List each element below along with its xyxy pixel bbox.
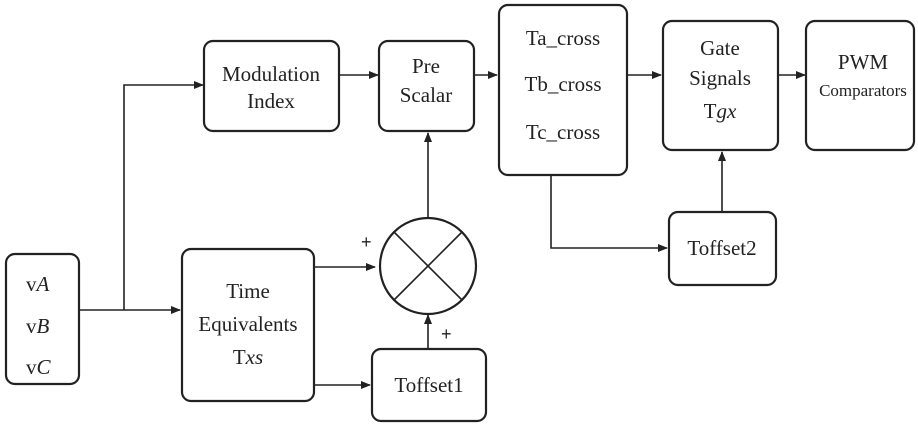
pre-scalar-line1: Pre <box>412 54 440 78</box>
input-phase-c: vC <box>26 355 52 379</box>
time-equivalents-line3: Txs <box>233 345 263 369</box>
modulation-index-block: Modulation Index <box>202 39 341 133</box>
gate-signals-line1: Gate <box>700 36 740 60</box>
pre-scalar-line2: Scalar <box>400 83 452 107</box>
input-phase-b: vB <box>26 314 50 338</box>
connections <box>79 71 806 389</box>
time-equivalents-block: Time Equivalents Txs <box>180 247 316 403</box>
modulation-index-line1: Modulation <box>222 62 320 86</box>
toffset2-block: Toffset2 <box>667 210 778 287</box>
pwm-comparators-block: PWM Comparators <box>804 19 916 152</box>
cross-times-block: Ta_cross Tb_cross Tc_cross <box>497 3 629 177</box>
gate-signals-line3: Tgx <box>704 99 737 123</box>
summer-plus-bottom: + <box>441 324 452 344</box>
toffset2-label: Toffset2 <box>687 236 756 260</box>
pwm-line1: PWM <box>838 50 889 74</box>
input-phase-a: vA <box>26 272 50 296</box>
summing-junction: + + <box>361 216 478 344</box>
pre-scalar-block: Pre Scalar <box>377 39 476 133</box>
summer-plus-top: + <box>361 232 372 252</box>
modulation-index-line2: Index <box>247 89 295 113</box>
tc-cross-label: Tc_cross <box>526 120 600 144</box>
gate-signals-block: Gate Signals Tgx <box>661 19 780 152</box>
wire-inputs-to-modulation-index <box>123 81 204 310</box>
ta-cross-label: Ta_cross <box>526 26 600 50</box>
wire-cross-to-toffset2 <box>550 175 668 252</box>
toffset1-block: Toffset1 <box>370 347 488 423</box>
pwm-line2: Comparators <box>819 81 907 100</box>
input-voltages-block: vA vB vC <box>4 252 81 386</box>
gate-signals-line2: Signals <box>689 66 751 90</box>
toffset1-label: Toffset1 <box>394 373 463 397</box>
time-equivalents-line1: Time <box>226 279 270 303</box>
time-equivalents-line2: Equivalents <box>198 312 297 336</box>
tb-cross-label: Tb_cross <box>525 72 602 96</box>
